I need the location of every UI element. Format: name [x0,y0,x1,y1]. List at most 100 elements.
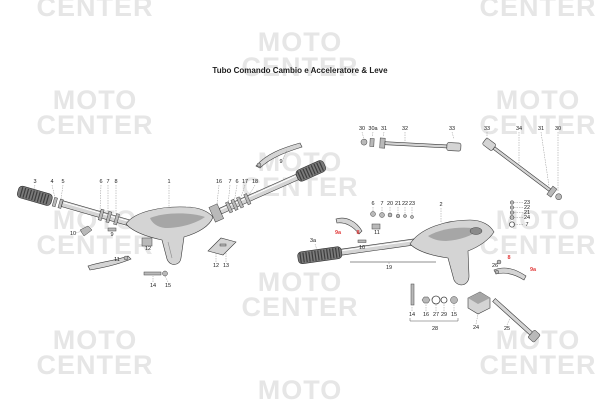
part-number-label-highlighted: 8 [507,255,510,261]
bracket-screw [219,243,227,247]
watermark-text: CENTER [479,350,597,380]
body-hole [469,227,483,235]
part-number-label: 31 [381,126,387,132]
block-shading [468,292,490,304]
watermark-logo: MOTO CENTER [35,325,155,379]
rod-part-32 [384,141,448,149]
leader-line [99,184,102,212]
part-number-label: 28 [432,326,438,332]
leader-line [164,275,169,283]
watermark-text: CENTER [36,230,154,260]
body-shading [150,213,205,228]
part-number-label: 23 [409,201,415,207]
part-number-label: 17 [242,179,248,185]
watermark-logo: CENTER [478,0,598,22]
part-number-label: 14 [409,312,415,318]
part-number-label: 6 [235,179,238,185]
watermark-logo: MOTO CENTER [35,87,155,139]
part-number-label: 6 [99,179,102,185]
washer-part-7 [105,211,113,224]
part-number-label: 23 [524,200,530,206]
part-number-label: 4 [50,179,53,185]
part-number-label: 20 [387,201,393,207]
right-handlebar-assembly [297,200,541,343]
tube-highlight [220,175,296,210]
left-control-tube-group [16,185,137,228]
nut-part-15 [162,270,168,277]
part-number-label: 11 [374,230,380,236]
ring-part-4 [51,197,58,208]
watermark-text: MOTO [257,378,343,400]
washer-part-8 [113,213,120,226]
part-number-label: 22 [524,205,530,211]
leader-line [282,149,288,160]
screw-part-10 [357,239,367,243]
tube-highlight [342,239,422,252]
body-edge [167,241,173,259]
watermark-text: CENTER [36,0,154,22]
part-number-label: 7 [380,201,383,207]
lever-pivot [123,255,129,261]
ring-part-20 [387,212,393,218]
rod-part-34 [492,146,552,192]
body-shading [428,227,480,241]
end-part-33 [446,142,462,152]
watermark-text: CENTER [479,0,597,22]
watermark-logo: MOTO CENTER [478,325,598,380]
part-number-label: 21 [524,210,530,216]
bracket-part-12-13 [207,237,237,256]
pin-part-30 [360,138,368,146]
ring-part-18 [243,193,252,206]
leader-line [451,131,455,140]
part-number-label: 12 [213,263,219,269]
watermark-text: MOTO [257,27,343,57]
control-tube [340,237,424,256]
grip-ribs [299,247,341,263]
watermark-text: CENTER [479,230,597,260]
part-number-label-highlighted: 8 [356,230,359,236]
leader-line [75,230,83,234]
rod-part-25-group [492,298,541,343]
leader-lines [32,131,559,326]
ring-part-6 [230,198,239,211]
part-number-label: 1 [167,179,170,185]
ring-part-7 [225,201,234,214]
washer-part-6 [97,208,105,221]
control-rod-horizontal [360,137,462,152]
throttle-grip-ribs [296,161,325,181]
part-number-label: 5 [61,179,64,185]
brake-lever-part-9 [255,142,303,169]
bush-part-31 [379,137,386,149]
washer-part-27 [431,295,441,305]
leader-line [314,243,318,251]
leader-line [382,131,385,138]
ring-part-21 [509,210,515,215]
part-number-label-highlighted: 9a [530,267,537,273]
ring-part-22 [403,214,407,218]
cylinder-part-11 [371,223,381,230]
part-number-label: 25 [504,326,510,332]
ring-part-7 [509,221,515,228]
bush-part-31 [546,185,558,198]
leader-line [227,184,231,206]
watermark-text: MOTO [495,325,581,355]
part-number-label: 2 [439,202,442,208]
watermark-logo: MOTO CENTER [478,207,598,260]
part-number-label: 11 [114,257,120,263]
watermark-text: MOTO [52,325,138,355]
ring-part-17 [236,196,244,209]
part-number-label: 9 [110,232,113,238]
part-number-label: 16 [423,312,429,318]
ring-part-24 [509,215,515,220]
part-number-label: 13 [223,263,229,269]
control-rod-angled [482,138,562,201]
watermark-logo: CENTER [35,0,155,22]
screw-part-14 [143,271,162,276]
part-number-label: 12 [145,246,151,252]
part-number-label: 7 [525,222,528,228]
watermark-text: CENTER [241,292,359,322]
leader-line [239,184,246,201]
watermark-text: CENTER [241,52,359,82]
leader-line [540,131,550,187]
part-number-label: 10 [70,231,76,237]
